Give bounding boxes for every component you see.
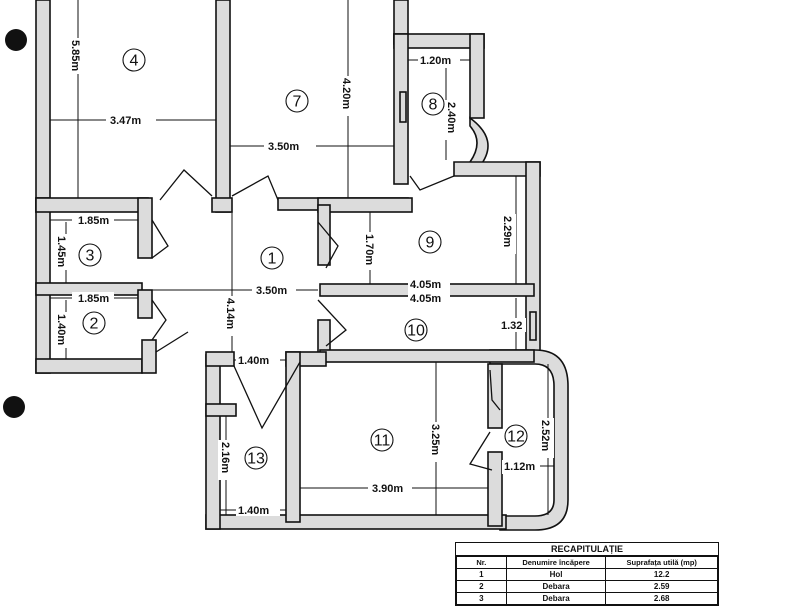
room-number-label: 1: [268, 251, 277, 268]
recap-cell: 2: [456, 580, 507, 593]
recap-header-row: Nr. Denumire încăpere Suprafața utilă (m…: [456, 556, 718, 569]
recap-cell: 2.59: [605, 580, 718, 593]
recap-cell: 12.2: [605, 568, 718, 581]
dim-label: 4.14m: [224, 298, 236, 329]
room-marker-8: 8: [421, 92, 445, 116]
table-row: 3 Debara 2.68: [456, 592, 718, 605]
recap-cell: Debara: [505, 592, 607, 605]
room-marker-7: 7: [285, 89, 309, 113]
room-number-label: 10: [407, 323, 425, 340]
recap-cell: 2.68: [605, 592, 718, 605]
room-number-label: 13: [247, 451, 265, 468]
dim-label: 3.47m: [110, 115, 141, 127]
dim-label: 1.32: [501, 320, 522, 332]
dim-label: 4.20m: [340, 78, 352, 109]
room-marker-12: 12: [504, 424, 528, 448]
recap-title: RECAPITULAȚIE: [456, 543, 718, 556]
room-number-label: 3: [86, 248, 95, 265]
dim-label: 3.50m: [256, 285, 287, 297]
room-number-circle: [78, 243, 102, 267]
dimension-labels: 5.85m 3.47m 4.20m 3.50m 1.20m 2.40m 1.85…: [55, 38, 554, 517]
recap-header-name: Denumire încăpere: [505, 556, 607, 569]
dim-label: 4.05m: [410, 293, 441, 305]
room-number-label: 8: [429, 97, 438, 114]
recap-table: RECAPITULAȚIE Nr. Denumire încăpere Supr…: [455, 542, 719, 606]
room-marker-4: 4: [122, 48, 146, 72]
dim-label: 1.12m: [504, 461, 535, 473]
recap-header-area: Suprafața utilă (mp): [605, 556, 718, 569]
dim-label: 4.05m: [410, 279, 441, 291]
room-marker-2: 2: [82, 311, 106, 335]
recap-cell: Debara: [505, 580, 607, 593]
recap-grid: Nr. Denumire încăpere Suprafața utilă (m…: [456, 556, 718, 605]
table-row: 2 Debara 2.59: [456, 580, 718, 593]
recap-cell: 1: [456, 568, 507, 581]
dim-label: 2.16m: [219, 442, 231, 473]
dim-label: 2.40m: [445, 102, 457, 133]
room-number-circle: [122, 48, 146, 72]
binder-hole-bottom: [3, 396, 25, 418]
room-marker-10: 10: [404, 318, 428, 342]
room-marker-9: 9: [418, 230, 442, 254]
dim-label: 1.45m: [55, 236, 67, 267]
dim-label: 3.50m: [268, 141, 299, 153]
room-number-circle: [504, 424, 528, 448]
room-number-label: 12: [507, 429, 525, 446]
room-number-label: 4: [130, 53, 139, 70]
dim-label: 1.85m: [78, 215, 109, 227]
binder-hole-top: [5, 29, 27, 51]
dim-label: 1.85m: [78, 293, 109, 305]
room-marker-3: 3: [78, 243, 102, 267]
dim-label: 1.40m: [238, 355, 269, 367]
room-marker-11: 11: [370, 428, 394, 452]
room-number-circle: [82, 311, 106, 335]
exterior-walls: [35, 0, 569, 531]
room-number-circle: [418, 230, 442, 254]
dim-label: 3.90m: [372, 483, 403, 495]
recap-header-nr: Nr.: [456, 556, 507, 569]
doors: [151, 91, 537, 471]
room-number-circle: [285, 89, 309, 113]
room-number-label: 11: [374, 433, 391, 450]
recap-cell: 3: [456, 592, 507, 605]
room-number-circle: [244, 446, 268, 470]
dim-label: 2.29m: [501, 216, 513, 247]
dim-label: 2.52m: [539, 420, 551, 451]
dim-label: 1.40m: [238, 505, 269, 517]
recap-cell: Hol: [505, 568, 607, 581]
room-number-circle: [404, 318, 428, 342]
room-number-label: 2: [90, 316, 99, 333]
room-number-label: 7: [293, 94, 302, 111]
room-marker-1: 1: [260, 246, 284, 270]
room-number-circle: [370, 428, 394, 452]
room-number-label: 9: [426, 235, 435, 252]
room-number-circle: [421, 92, 445, 116]
dim-label: 1.20m: [420, 55, 451, 67]
dim-label: 1.40m: [55, 314, 67, 345]
dim-label: 5.85m: [69, 40, 81, 71]
table-row: 1 Hol 12.2: [456, 568, 718, 581]
dim-label: 3.25m: [429, 424, 441, 455]
dim-label: 1.70m: [363, 234, 375, 265]
room-number-circle: [260, 246, 284, 270]
room-marker-13: 13: [244, 446, 268, 470]
